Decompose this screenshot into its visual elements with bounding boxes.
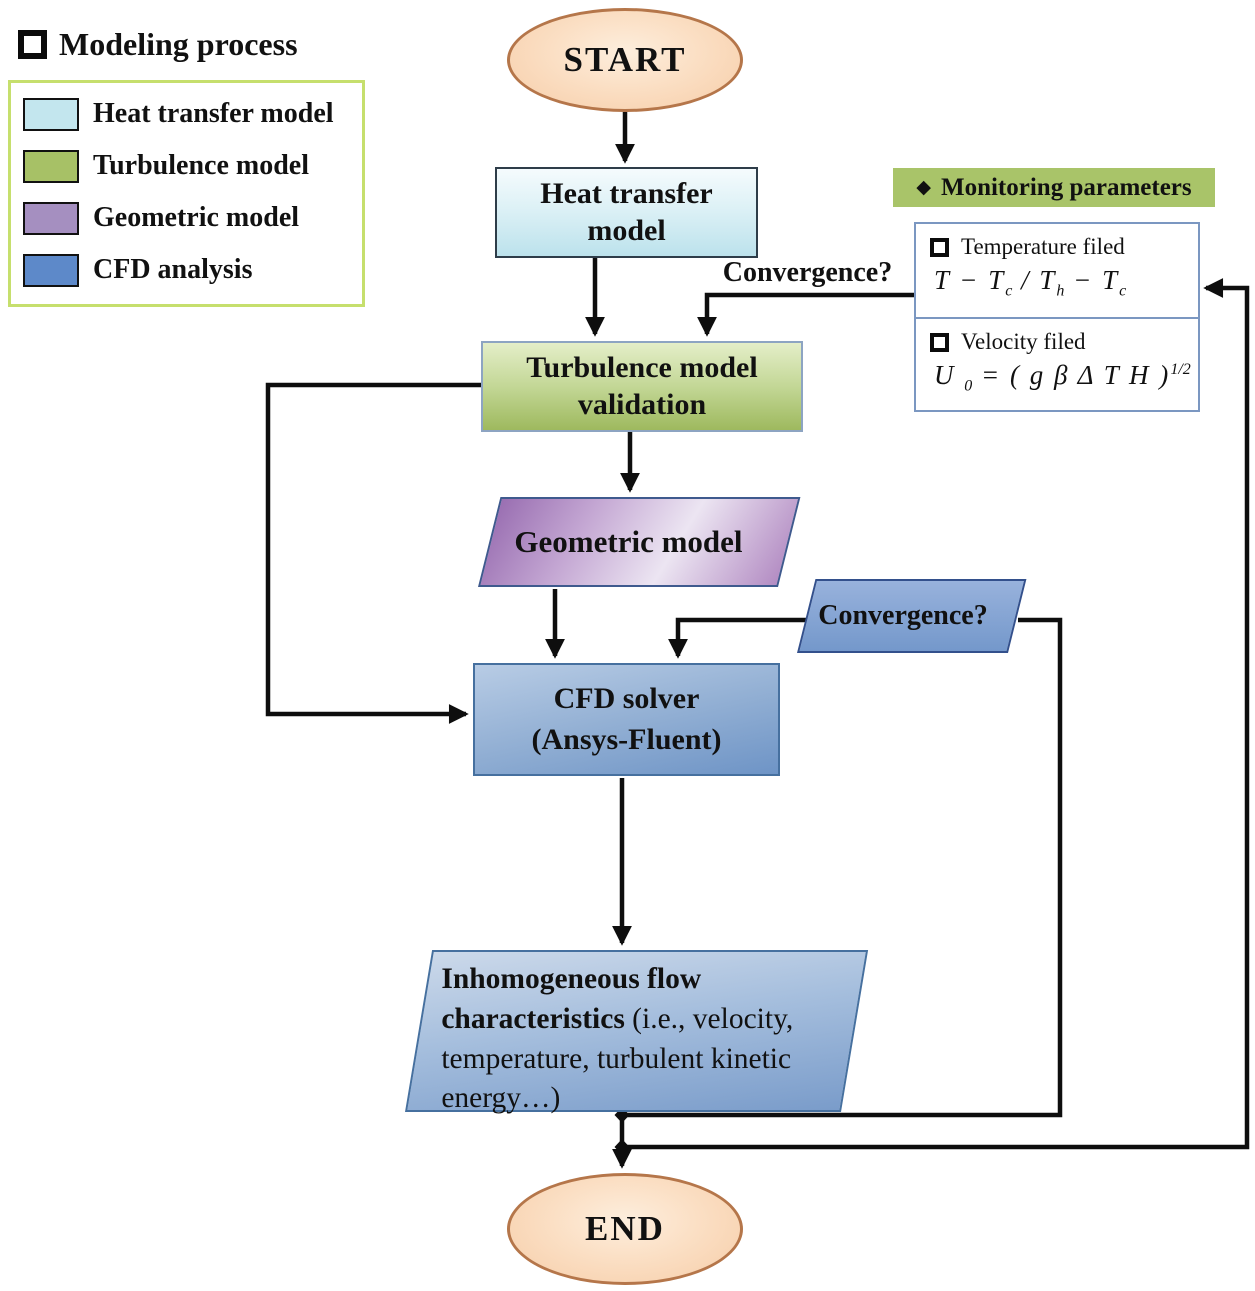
legend-item-turbulence: Turbulence model — [23, 149, 362, 183]
velocity-field-section: Velocity filed U 0 = ( g β Δ T H )1/2 — [916, 319, 1198, 414]
output-node: Inhomogeneous flow characteristics (i.e.… — [405, 950, 869, 1114]
legend-item-cfd: CFD analysis — [23, 253, 362, 287]
monitoring-parameters-header: ◆ Monitoring parameters — [893, 168, 1215, 207]
convergence-label: Convergence? — [722, 257, 893, 288]
velocity-formula: U 0 = ( g β Δ T H )1/2 — [934, 360, 1191, 395]
legend: Heat transfer model Turbulence model Geo… — [8, 80, 365, 307]
velocity-field-label: Velocity filed — [961, 329, 1086, 354]
legend-item-heat-transfer: Heat transfer model — [23, 97, 362, 131]
geometric-model-node: Geometric model — [478, 497, 801, 587]
heat-transfer-node: Heat transfer model — [495, 167, 758, 258]
cfd-solver-node: CFD solver (Ansys-Fluent) — [473, 663, 780, 776]
temperature-field-label: Temperature filed — [961, 234, 1125, 259]
legend-item-geometric: Geometric model — [23, 201, 362, 235]
diamond-icon: ◆ — [916, 177, 931, 198]
checkbox-icon — [930, 237, 949, 257]
start-node: START — [507, 8, 743, 112]
cfd-swatch — [23, 253, 79, 287]
monitoring-parameters-panel: Temperature filed T − Tc / Th − Tc Veloc… — [914, 222, 1200, 412]
legend-title: Modeling process — [18, 26, 298, 63]
heat-transfer-swatch — [23, 97, 79, 131]
turbulence-swatch — [23, 149, 79, 183]
convergence-decision-node: Convergence? — [797, 579, 1027, 653]
geometric-swatch — [23, 201, 79, 235]
checkbox-icon — [18, 30, 47, 59]
turbulence-validation-node: Turbulence model validation — [481, 341, 803, 432]
legend-title-text: Modeling process — [59, 26, 298, 62]
cfd-solver-line1: CFD solver — [553, 682, 700, 715]
temperature-formula: T − Tc / Th − Tc — [934, 265, 1127, 300]
temperature-field-section: Temperature filed T − Tc / Th − Tc — [916, 224, 1198, 319]
cfd-solver-line2: (Ansys-Fluent) — [531, 722, 722, 756]
end-node: END — [507, 1173, 743, 1285]
checkbox-icon — [930, 332, 949, 352]
